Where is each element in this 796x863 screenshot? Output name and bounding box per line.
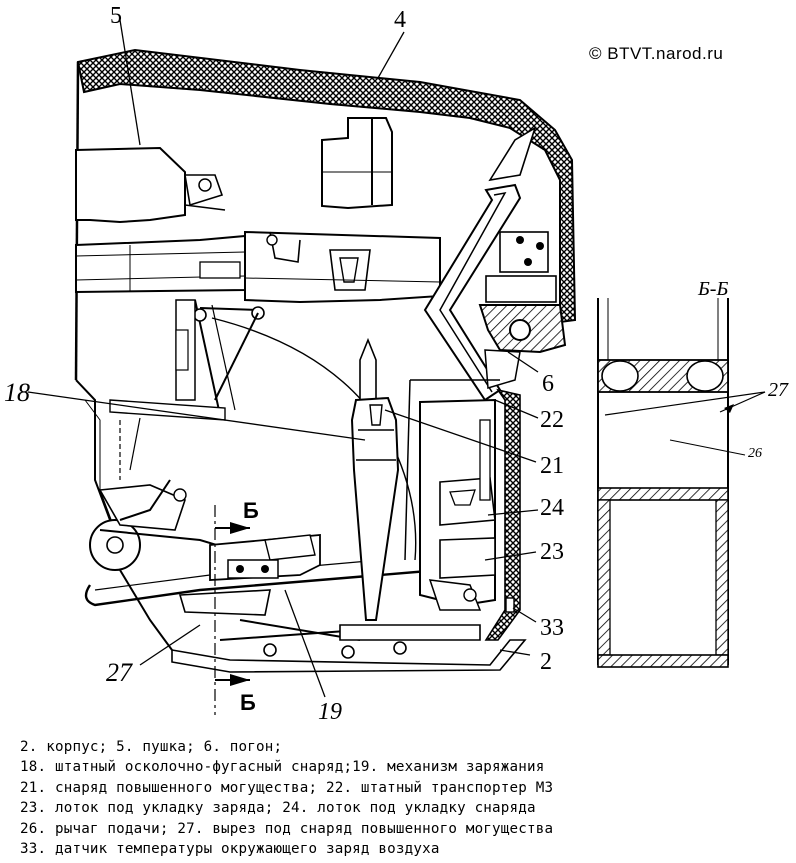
legend-line: 21. снаряд повышенного могущества; 22. ш… xyxy=(20,779,554,796)
callout-33: 33 xyxy=(540,615,564,641)
hull-floor xyxy=(171,639,527,673)
copyright-notice: © BTVT.narod.ru xyxy=(589,44,724,63)
enhanced-shell xyxy=(359,337,377,401)
gun-breech xyxy=(75,146,186,224)
legend-line: 2. корпус; 5. пушка; 6. погон; xyxy=(20,739,283,755)
callout-5: 5 xyxy=(110,3,122,29)
legend-line: 33. датчик температуры окружающего заряд… xyxy=(20,841,440,858)
callout-21: 21 xyxy=(540,453,564,479)
callout-27-section: 27 xyxy=(768,379,788,401)
callout-23: 23 xyxy=(540,539,564,565)
callout-24: 24 xyxy=(540,495,564,521)
section-view xyxy=(597,298,766,668)
section-title: Б-Б xyxy=(698,278,729,300)
callout-22: 22 xyxy=(540,407,564,433)
legend-line: 23. лоток под укладку заряда; 24. лоток … xyxy=(20,800,536,817)
callout-18: 18 xyxy=(4,378,30,407)
hull-right-wall xyxy=(484,388,521,641)
charge-tray xyxy=(439,537,496,579)
technical-drawing xyxy=(27,19,766,715)
callout-19: 19 xyxy=(318,699,342,725)
callout-27: 27 xyxy=(106,658,132,687)
callout-26-section: 26 xyxy=(748,446,762,461)
callout-2: 2 xyxy=(540,649,552,675)
legend-line: 26. рычаг подачи; 27. вырез под снаряд п… xyxy=(20,820,554,837)
section-mark-bottom: Б xyxy=(240,690,256,715)
legend-line: 18. штатный осколочно-фугасный снаряд;19… xyxy=(20,759,545,776)
legend: 2. корпус; 5. пушка; 6. погон; 18. штатн… xyxy=(20,737,790,859)
temperature-sensor xyxy=(505,597,515,613)
callout-4: 4 xyxy=(394,7,406,33)
turret-roof-armour xyxy=(76,48,577,324)
sight-box xyxy=(321,117,393,210)
section-mark-top: Б xyxy=(243,498,259,523)
callout-6: 6 xyxy=(542,371,554,397)
